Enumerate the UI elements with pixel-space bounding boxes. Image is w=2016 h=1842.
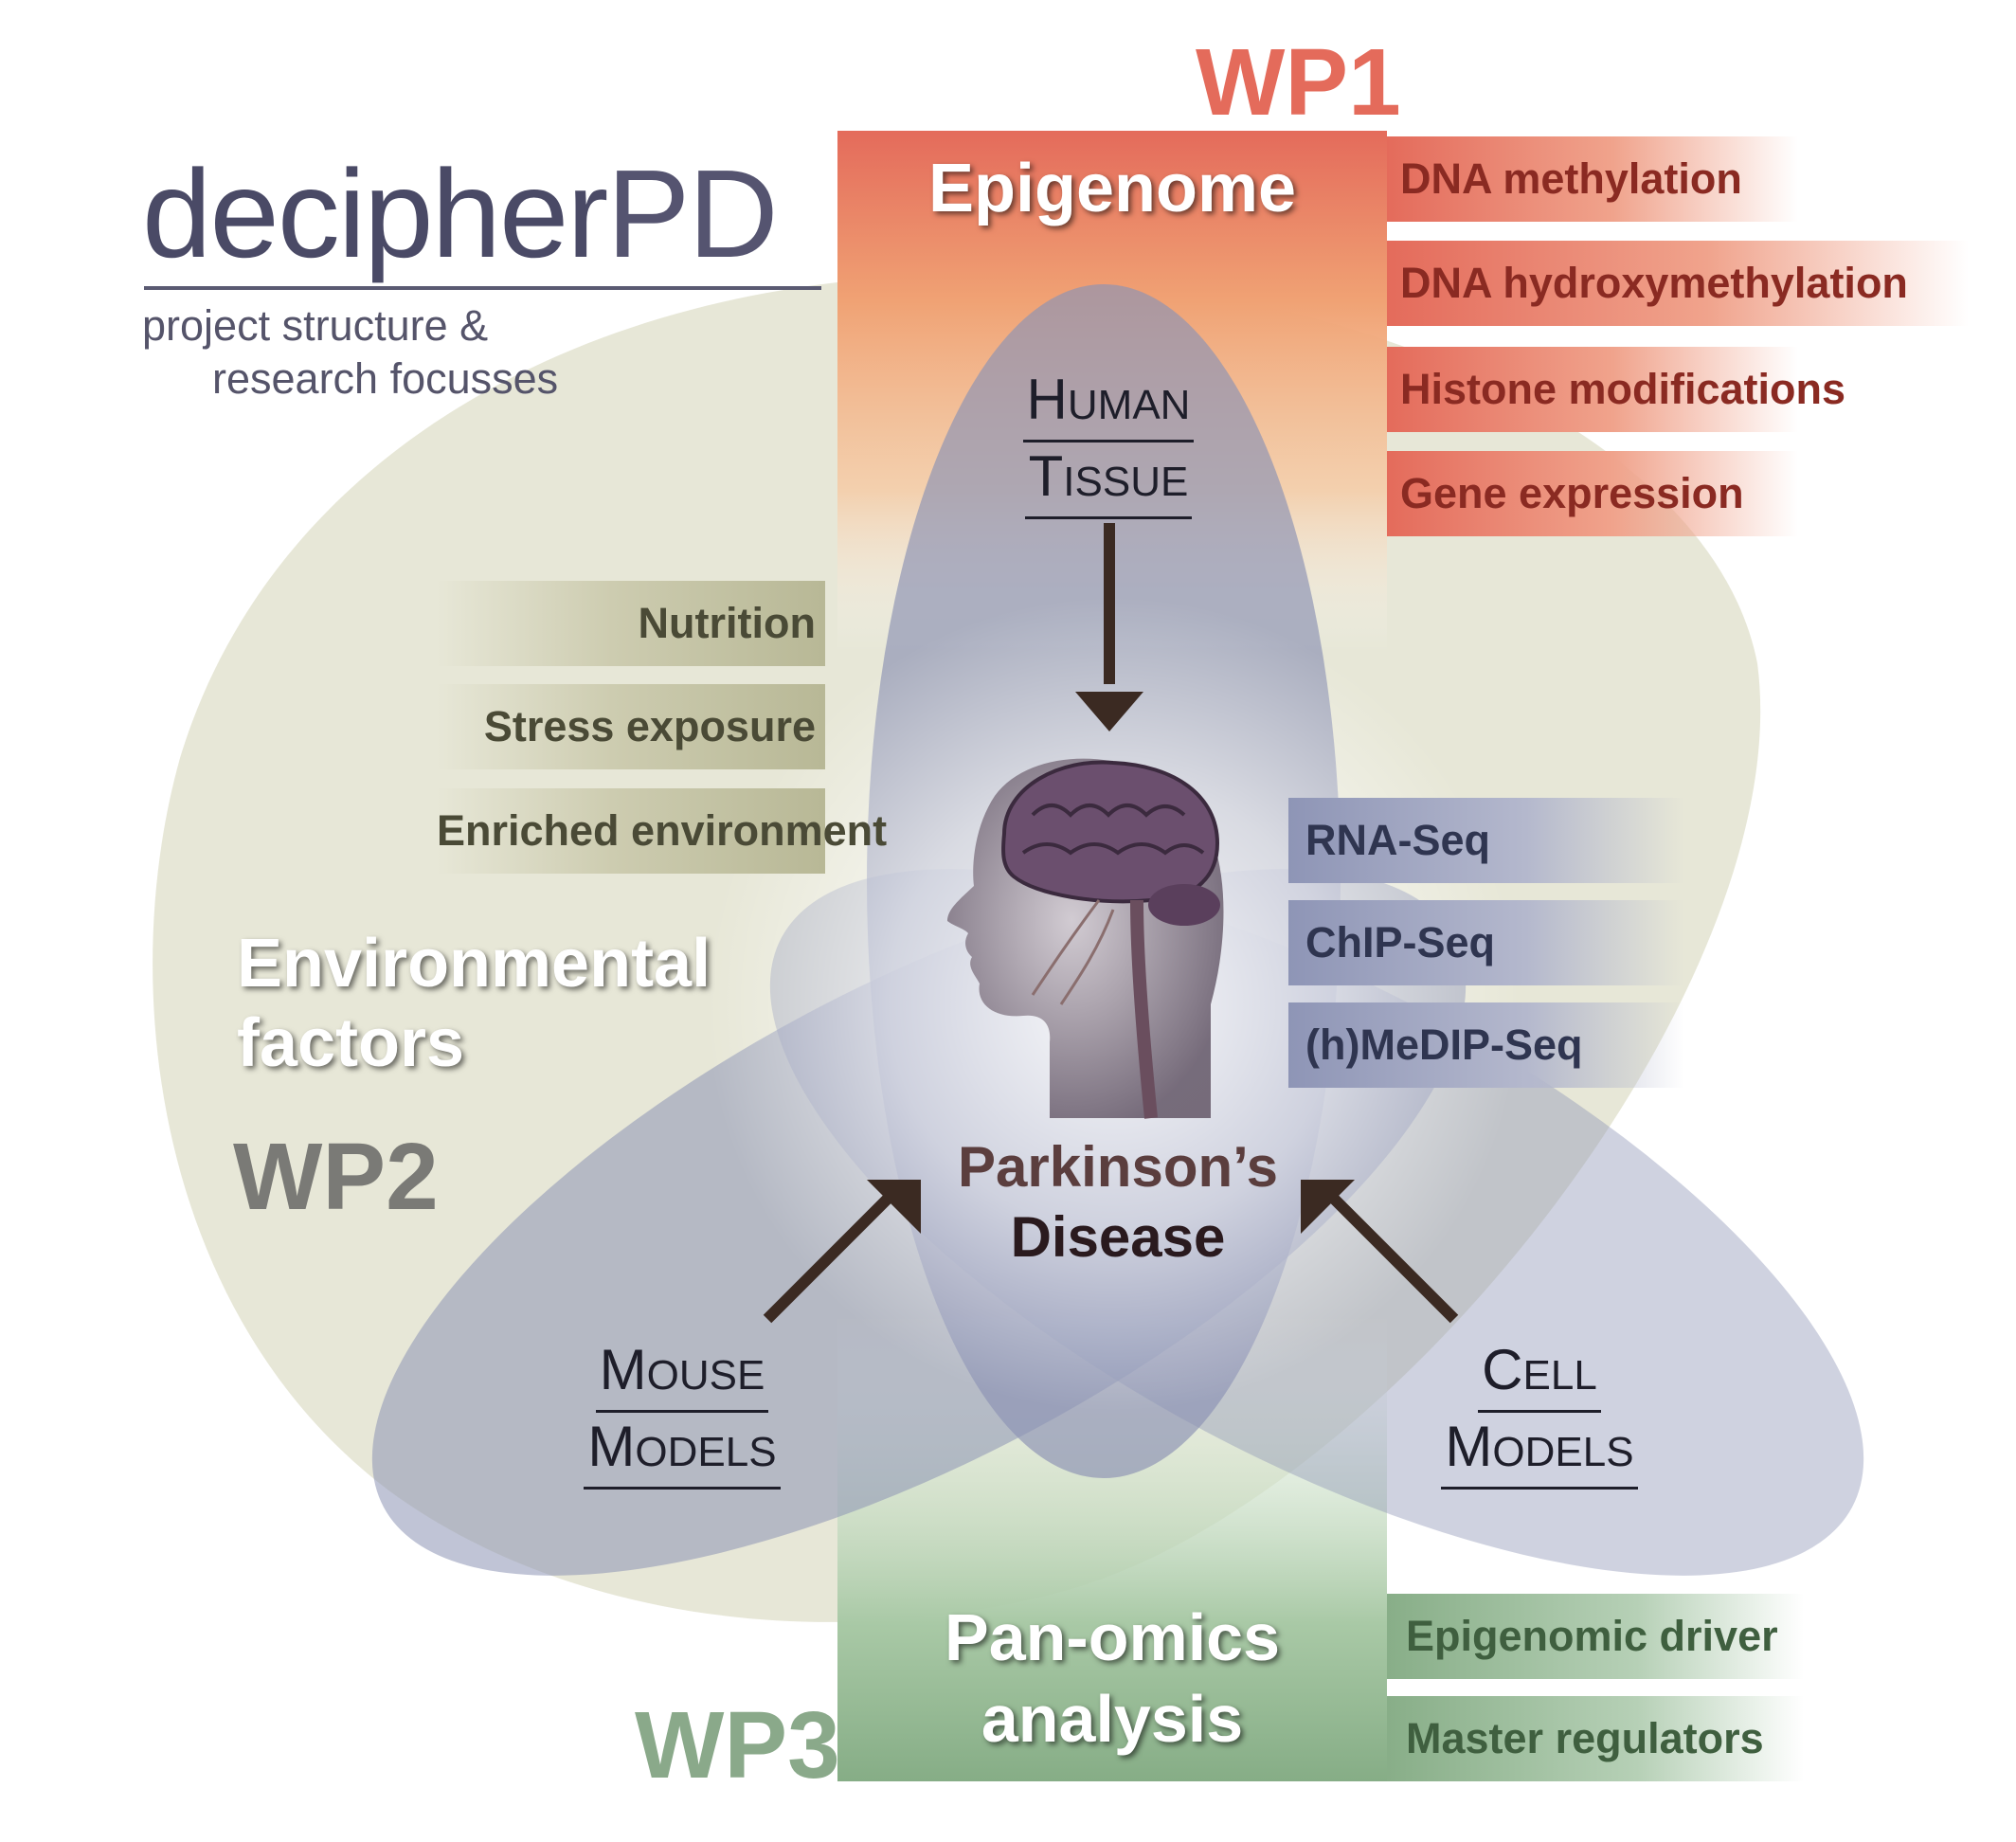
mouse-letter: M [599, 1338, 647, 1401]
wp2-item-enriched-environment: Enriched environment [437, 788, 887, 874]
arrow-mouse-to-disease [763, 1180, 921, 1324]
brand-suffix: PD [606, 144, 778, 283]
mouse-models-rest: odels [635, 1429, 777, 1475]
wp3-item-epigenomic-driver: Epigenomic driver [1387, 1594, 1804, 1679]
wp3-heading-line2: analysis [981, 1682, 1244, 1756]
wp2-item-stress-exposure: Stress exposure [437, 684, 825, 769]
human-letter: H [1026, 368, 1068, 431]
brand-subtitle-line2: research focusses [212, 354, 559, 403]
arrow-human-to-disease [1075, 523, 1143, 731]
wp1-item-dna-methylation: DNA methylation [1387, 136, 1798, 222]
method-rna-seq: RNA-Seq [1288, 798, 1684, 883]
arrow-cell-to-disease [1301, 1180, 1459, 1324]
wp1-item-gene-expression: Gene expression [1387, 451, 1798, 536]
source-mouse-models: Mouse Models [568, 1336, 796, 1490]
cell-models-letter: M [1445, 1415, 1493, 1478]
disease-line2: Disease [1010, 1205, 1226, 1269]
wp2-heading-line2: factors [237, 1005, 465, 1081]
wp3-heading-line1: Pan-omics [945, 1600, 1280, 1674]
source-cell-models: Cell Models [1426, 1336, 1653, 1490]
brand-title: decipherPD [142, 142, 779, 285]
brand-subtitle-line1: project structure & [142, 301, 489, 350]
mouse-rest: ouse [646, 1352, 765, 1399]
brand-underline [144, 286, 821, 290]
wp1-item-histone-modifications: Histone modifications [1387, 347, 1845, 432]
disease-line1: Parkinson’s [958, 1135, 1278, 1199]
method-chip-seq: ChIP-Seq [1288, 900, 1684, 985]
wp1-heading: Epigenome [927, 151, 1297, 226]
tissue-letter: T [1028, 444, 1064, 508]
disease-label: Parkinson’s Disease [909, 1132, 1326, 1273]
human-rest: uman [1067, 382, 1191, 428]
wp3-item-master-regulators: Master regulators [1387, 1696, 1804, 1781]
tissue-rest: issue [1063, 459, 1189, 505]
source-human-tissue: Human Tissue [995, 366, 1222, 519]
wp1-label: WP1 [1196, 29, 1401, 135]
wp2-label: WP2 [233, 1124, 439, 1230]
wp2-heading-line1: Environmental [237, 926, 711, 1002]
wp1-item-dna-hydroxymethylation: DNA hydroxymethylation [1387, 241, 1969, 326]
wp2-heading: Environmental factors [237, 924, 805, 1083]
cell-letter: C [1482, 1338, 1523, 1401]
cell-models-rest: odels [1492, 1429, 1634, 1475]
method-medip-seq: (h)MeDIP-Seq [1288, 1002, 1684, 1088]
wp3-heading: Pan-omics analysis [837, 1597, 1387, 1760]
mouse-models-letter: M [587, 1415, 636, 1478]
cell-rest: ell [1522, 1352, 1597, 1399]
head-brain-icon [947, 758, 1224, 1119]
brand-prefix: decipher [142, 144, 608, 283]
wp3-label: WP3 [635, 1692, 840, 1798]
wp2-item-nutrition: Nutrition [437, 581, 825, 666]
